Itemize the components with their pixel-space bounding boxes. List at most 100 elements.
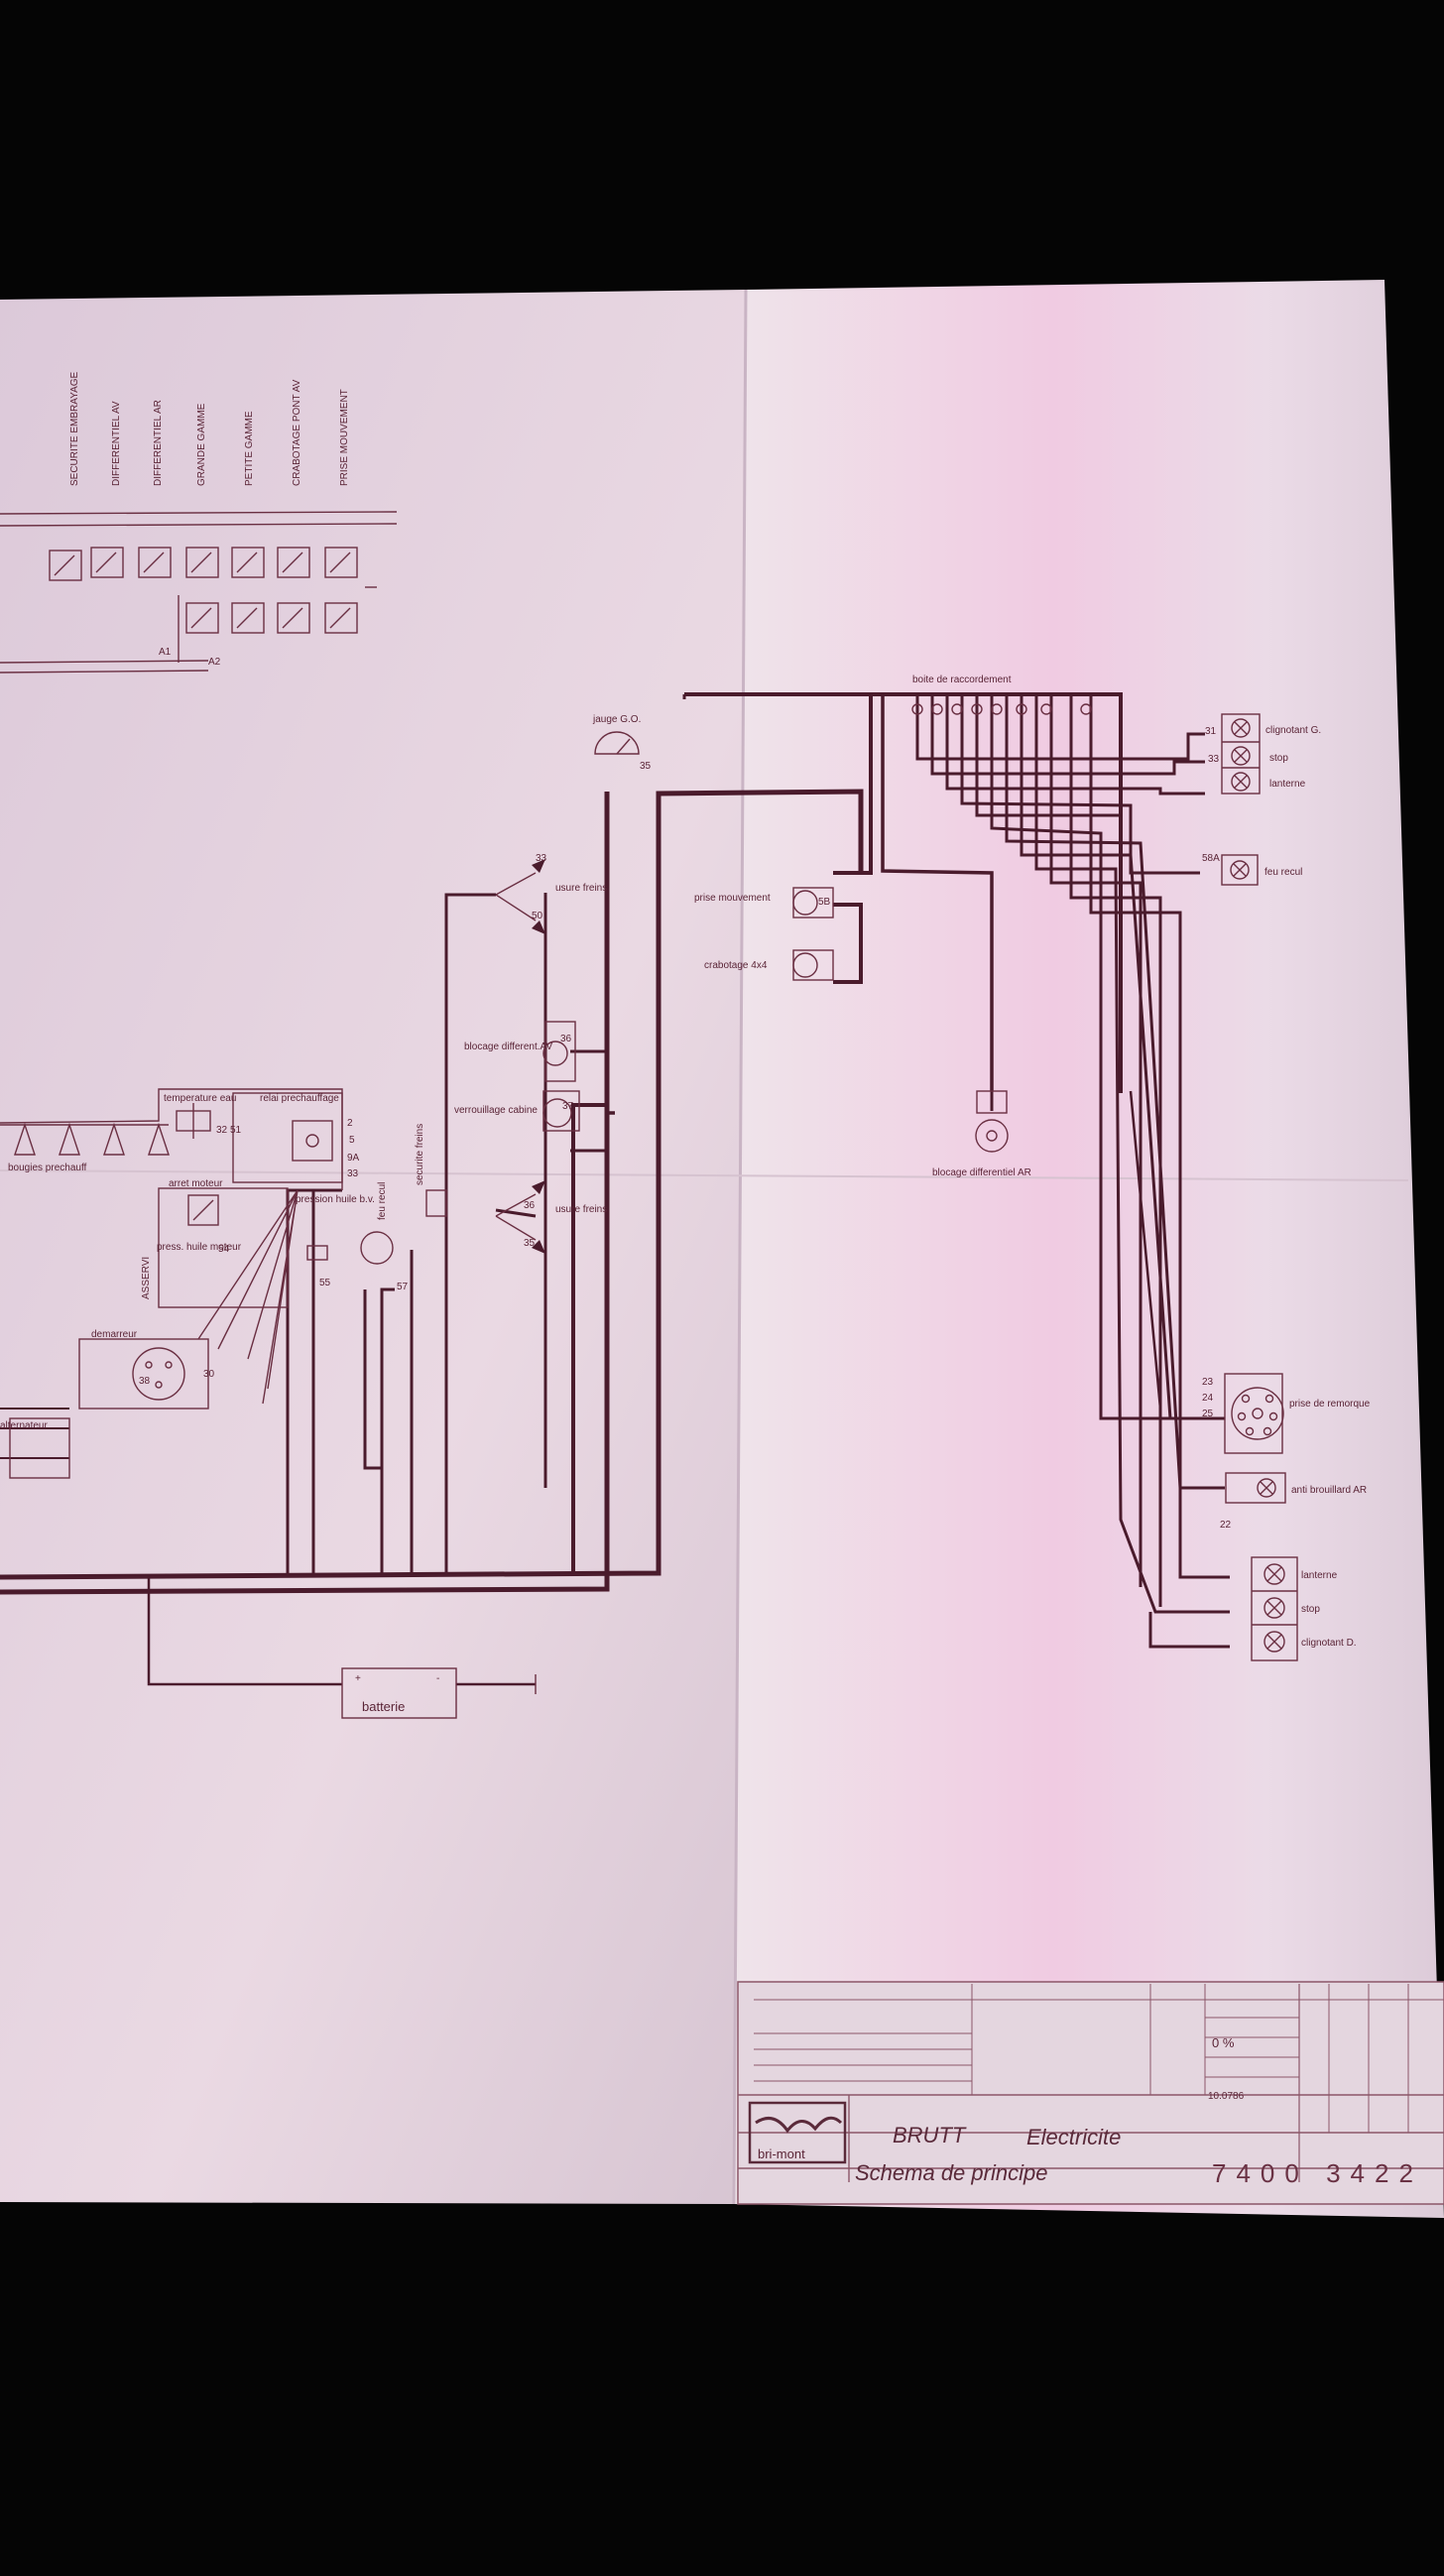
usure-freins-bottom-label: usure freins [555, 1204, 607, 1215]
main-wiring [0, 692, 1123, 1686]
blocage-ar-switch [975, 1090, 1009, 1153]
pin-code: 58A [1202, 853, 1220, 864]
lamp-group-bottom [1251, 1556, 1298, 1661]
brand-logo-text: bri-mont [758, 2147, 805, 2161]
pin-code: 33 [1208, 754, 1220, 765]
verrouillage-label: verrouillage cabine [454, 1105, 538, 1116]
blocage-av-label: blocage different.AV [464, 1042, 552, 1052]
pin-code: 51 [230, 1125, 242, 1136]
verrouillage-switch [542, 1090, 580, 1132]
pin-code: 35 [524, 1238, 536, 1249]
pin-code: 2 [347, 1118, 353, 1129]
relay-label: DIFFERENTIEL AR [153, 400, 164, 486]
fuel-gauge-symbol [594, 731, 640, 755]
anti-brouillard-label: anti brouillard AR [1291, 1485, 1367, 1496]
paper-right-panel [734, 280, 1444, 2218]
pin-code: 37 [562, 1101, 574, 1112]
pin-code: 50 [532, 911, 543, 921]
pin-code: 5 [349, 1135, 355, 1146]
arret-label: arret moteur [169, 1178, 223, 1189]
clignotant-top-label: clignotant G. [1265, 725, 1321, 736]
brake-wear-switch-bottom [495, 1180, 545, 1254]
scale-value: 0 % [1212, 2035, 1235, 2050]
pin-code: 5B [818, 897, 831, 908]
asservi-label: ASSERVI [141, 1257, 152, 1299]
boite-label: boite de raccordement [912, 675, 1012, 685]
date-value: 10.0786 [1208, 2091, 1245, 2102]
alternateur-label: alternateur [0, 1420, 48, 1431]
feu-recul-right-label: feu recul [1264, 867, 1302, 878]
pin-code: 9A [347, 1153, 360, 1164]
paper-left-panel [0, 290, 746, 2204]
svg-text:+: + [355, 1673, 361, 1684]
pin-code: 33 [347, 1168, 359, 1179]
paper-fold [732, 289, 748, 2205]
relai-label: relai prechauffage [260, 1093, 339, 1104]
pin-code: A1 [159, 647, 172, 658]
blocage-ar-label: blocage differentiel AR [932, 1167, 1031, 1178]
lanterne-bottom-label: lanterne [1301, 1570, 1338, 1581]
preheating-section [0, 1088, 447, 1479]
usure-freins-top-label: usure freins [555, 883, 607, 894]
relay-label: PETITE GAMME [244, 411, 255, 486]
pin-code: 31 [1205, 726, 1217, 737]
stop-bottom-label: stop [1301, 1604, 1320, 1615]
brake-wear-switch-top [495, 859, 545, 934]
trailer-socket [1224, 1373, 1284, 1454]
feu-recul-vertical-label: feu recul [377, 1182, 388, 1220]
lamp-group-top [1221, 713, 1261, 795]
junction-box-terminals [911, 703, 1092, 715]
svg-text:-: - [436, 1673, 439, 1684]
press-huile-label: press. huile moteur [157, 1242, 242, 1253]
prise-remorque-label: prise de remorque [1289, 1399, 1371, 1410]
pin-code: 23 [1202, 1377, 1214, 1388]
relay-array [0, 511, 398, 674]
battery-symbol: + - [341, 1667, 537, 1719]
drawing-subject: Electricite [1026, 2125, 1121, 2149]
lanterne-top-label: lanterne [1269, 779, 1306, 790]
pin-code: A2 [208, 657, 221, 668]
pin-code: 57 [397, 1282, 409, 1292]
relay-labels: SECURITE EMBRAYAGE DIFFERENTIEL AV DIFFERE… [69, 371, 350, 486]
relay-label: DIFFERENTIEL AV [111, 401, 122, 486]
pin-code: 36 [560, 1034, 572, 1044]
relay-label: PRISE MOUVEMENT [339, 389, 350, 486]
lamp-anti-brouillard [1225, 1472, 1286, 1504]
blocage-av-switch [542, 1021, 576, 1082]
pression-bv-label: pression huile b.v. [296, 1194, 375, 1205]
product-name: BRUTT [893, 2123, 967, 2147]
crabotage-label: crabotage 4x4 [704, 960, 768, 971]
temperature-label: temperature eau [164, 1093, 236, 1104]
pto-switch [792, 887, 834, 919]
pin-code: 32 [216, 1125, 228, 1136]
relay-label: GRANDE GAMME [196, 403, 207, 486]
pin-code: 54 [218, 1244, 230, 1255]
prise-mouvement-label: prise mouvement [694, 893, 771, 904]
demarreur-label: demarreur [91, 1329, 138, 1340]
relay-label: CRABOTAGE PONT AV [292, 379, 302, 486]
brand-logo: bri-mont [748, 2101, 847, 2164]
drawing-title: Schema de principe [855, 2160, 1047, 2185]
securite-freins-label: securite freins [415, 1124, 425, 1185]
crabotage-switch [792, 949, 834, 981]
paper-horizontal-fold [0, 1169, 1409, 1181]
lamp-feu-recul-right [1221, 854, 1259, 886]
pin-code: 36 [524, 1200, 536, 1211]
pin-code: 24 [1202, 1393, 1214, 1404]
title-block: bri-mont [737, 1981, 1444, 2205]
stop-top-label: stop [1269, 753, 1288, 764]
jauge-label: jauge G.O. [592, 714, 641, 725]
drawing-number: 7400 3422 [1212, 2158, 1423, 2188]
pin-code: 22 [1220, 1520, 1232, 1531]
bougies-label: bougies prechauff [8, 1163, 87, 1173]
pin-code: 30 [203, 1369, 215, 1380]
clignotant-bottom-label: clignotant D. [1301, 1638, 1357, 1649]
pin-code: 38 [139, 1376, 151, 1387]
pin-code: 25 [1202, 1409, 1214, 1419]
relay-label: SECURITE EMBRAYAGE [69, 371, 80, 486]
junction-box-wiring [915, 694, 1230, 1649]
pin-code: 55 [319, 1278, 331, 1288]
